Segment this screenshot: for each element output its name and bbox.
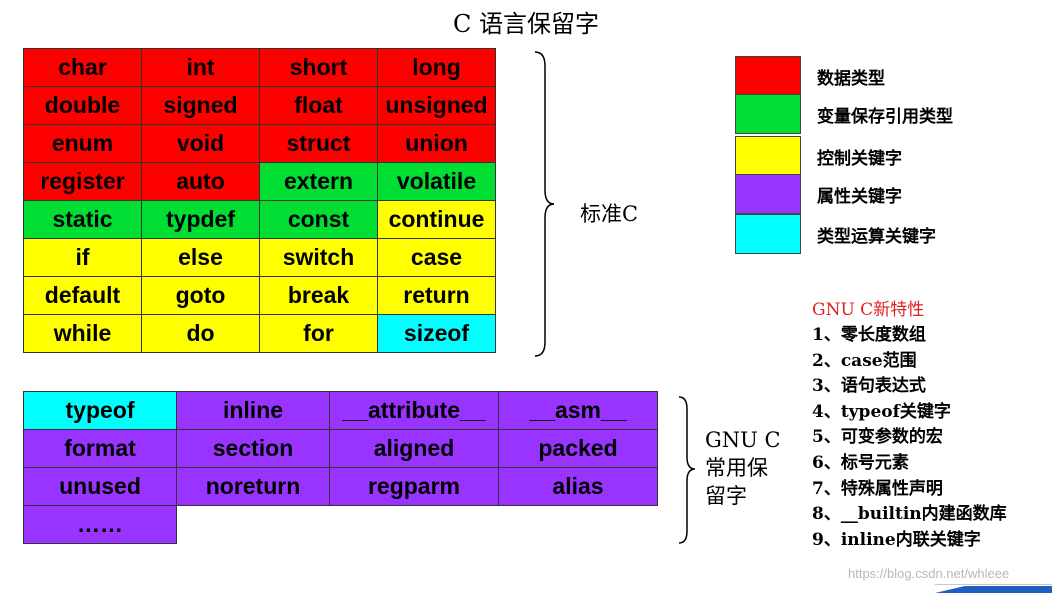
standard-c-keyword-cell: double — [23, 86, 142, 125]
standard-c-keyword-cell: struct — [259, 124, 378, 163]
gnu-c-keyword-cell: section — [176, 429, 330, 468]
gnu-c-row: …… — [23, 505, 658, 544]
standard-c-keyword-cell: short — [259, 48, 378, 87]
standard-c-keyword-cell: default — [23, 276, 142, 315]
legend-item-attribute: 属性关键字 — [735, 174, 1052, 214]
standard-c-keyword-cell: register — [23, 162, 142, 201]
gnu-c-label-line2: 常用保 — [705, 456, 768, 480]
watermark: https://blog.csdn.net/whleee — [848, 566, 1010, 581]
feature-item: 9、inline内联关键字 — [812, 529, 981, 550]
legend-swatch — [735, 174, 801, 214]
standard-c-keyword-cell: return — [377, 276, 496, 315]
standard-c-keyword-cell: int — [141, 48, 260, 87]
standard-c-keyword-cell: sizeof — [377, 314, 496, 353]
feature-item: 1、零长度数组 — [812, 325, 926, 345]
legend-label: 属性关键字 — [817, 187, 902, 207]
page-title: C 语言保留字 — [453, 10, 599, 38]
feature-item: 6、标号元素 — [812, 452, 909, 473]
legend-label: 控制关键字 — [817, 149, 902, 169]
legend-item-data-type: 数据类型 — [735, 56, 1052, 96]
standard-c-keyword-cell: long — [377, 48, 496, 87]
gnu-c-keyword-cell: __asm__ — [498, 391, 658, 430]
standard-c-keyword-cell: signed — [141, 86, 260, 125]
gnu-c-keyword-cell: regparm — [329, 467, 499, 506]
legend-label: 类型运算关键字 — [817, 227, 936, 247]
standard-c-keyword-cell: continue — [377, 200, 496, 239]
standard-c-keyword-cell: while — [23, 314, 142, 353]
standard-c-keyword-cell: float — [259, 86, 378, 125]
standard-c-keyword-cell: else — [141, 238, 260, 277]
feature-item: 2、case范围 — [812, 350, 917, 371]
standard-c-keyword-cell: const — [259, 200, 378, 239]
gnu-c-label-line1: GNU C — [705, 428, 781, 452]
feature-item: 3、语句表达式 — [812, 376, 926, 397]
feature-item: 8、__builtin内建函数库 — [812, 504, 1007, 525]
standard-c-keyword-cell: unsigned — [377, 86, 496, 125]
gnu-c-keyword-cell: alias — [498, 467, 658, 506]
feature-item: 5、可变参数的宏 — [812, 427, 943, 448]
feature-item: 4、typeof关键字 — [812, 401, 951, 422]
legend-swatch — [735, 56, 801, 96]
gnu-c-keyword-cell: packed — [498, 429, 658, 468]
standard-c-keyword-cell: typdef — [141, 200, 260, 239]
gnu-c-keyword-cell: unused — [23, 467, 177, 506]
gnu-c-keyword-cell: …… — [23, 505, 177, 544]
gnu-c-keyword-cell: format — [23, 429, 177, 468]
standard-c-keyword-cell: volatile — [377, 162, 496, 201]
legend-label: 变量保存引用类型 — [817, 107, 953, 127]
standard-c-keyword-cell: enum — [23, 124, 142, 163]
standard-c-keyword-cell: if — [23, 238, 142, 277]
gnu-c-label: GNU C 常用保 留字 — [705, 426, 781, 510]
standard-c-keyword-cell: void — [141, 124, 260, 163]
standard-c-keyword-cell: case — [377, 238, 496, 277]
standard-c-keyword-cell: do — [141, 314, 260, 353]
gnu-c-brace — [678, 396, 696, 544]
standard-c-keyword-cell: for — [259, 314, 378, 353]
standard-c-brace — [534, 51, 555, 357]
standard-c-keyword-cell: goto — [141, 276, 260, 315]
gnu-c-keyword-cell: aligned — [329, 429, 499, 468]
features-title: GNU C新特性 — [812, 300, 925, 320]
standard-c-keyword-cell: extern — [259, 162, 378, 201]
legend-item-type-op: 类型运算关键字 — [735, 214, 1052, 254]
legend-swatch — [735, 214, 801, 254]
gnu-c-keyword-cell: __attribute__ — [329, 391, 499, 430]
standard-c-keyword-cell: switch — [259, 238, 378, 277]
legend-item-storage: 变量保存引用类型 — [735, 94, 1052, 134]
standard-c-label: 标准C — [580, 202, 639, 226]
legend-swatch — [735, 136, 801, 176]
gnu-c-features-list: GNU C新特性 1、零长度数组 2、case范围 3、语句表达式 4、type… — [812, 298, 1007, 553]
gnu-c-keyword-cell: typeof — [23, 391, 177, 430]
gnu-c-keyword-cell: noreturn — [176, 467, 330, 506]
legend-item-control: 控制关键字 — [735, 136, 1052, 176]
corner-logo-fragment — [935, 584, 1052, 593]
standard-c-keyword-cell: break — [259, 276, 378, 315]
standard-c-keyword-cell: union — [377, 124, 496, 163]
standard-c-keyword-cell: static — [23, 200, 142, 239]
standard-c-keyword-cell: auto — [141, 162, 260, 201]
feature-item: 7、特殊属性声明 — [812, 478, 943, 499]
legend-swatch — [735, 94, 801, 134]
gnu-c-keyword-cell: inline — [176, 391, 330, 430]
gnu-c-label-line3: 留字 — [705, 484, 747, 508]
standard-c-keyword-cell: char — [23, 48, 142, 87]
legend-label: 数据类型 — [817, 69, 885, 89]
